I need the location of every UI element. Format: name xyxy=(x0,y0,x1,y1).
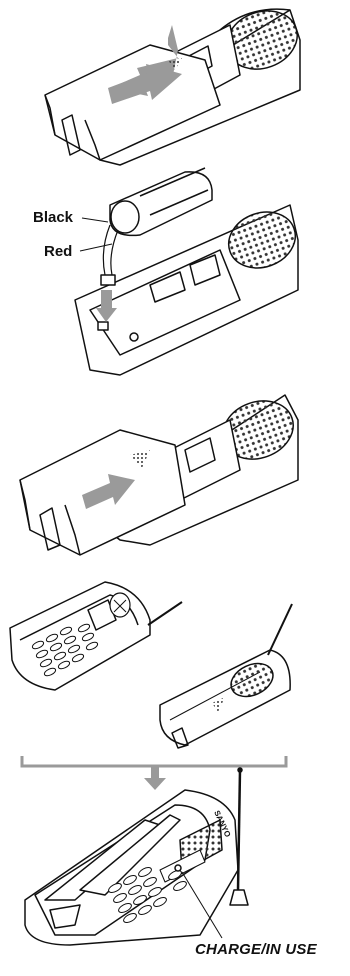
antenna-icon xyxy=(268,604,292,655)
step-1-remove-cover xyxy=(45,1,305,165)
antenna-icon xyxy=(148,602,182,625)
battery-cover xyxy=(45,45,220,160)
handset-back xyxy=(160,650,290,745)
red-wire xyxy=(111,230,118,275)
charge-in-use-light xyxy=(175,865,181,871)
charge-in-use-label: CHARGE/IN USE xyxy=(195,941,317,958)
antenna-icon xyxy=(238,770,240,890)
step-3-replace-cover xyxy=(20,391,301,555)
insert-bracket xyxy=(22,756,286,790)
black-wire-label: Black xyxy=(33,209,73,226)
black-wire xyxy=(103,225,110,275)
step-4-handset-views xyxy=(10,582,292,748)
step-2-connect-battery xyxy=(75,168,303,375)
battery-connector xyxy=(101,275,115,285)
handset-front xyxy=(10,582,150,690)
red-wire-label: Red xyxy=(44,243,72,260)
step-5-base-unit: SANYO xyxy=(25,768,248,945)
down-arrow-icon xyxy=(144,766,166,790)
